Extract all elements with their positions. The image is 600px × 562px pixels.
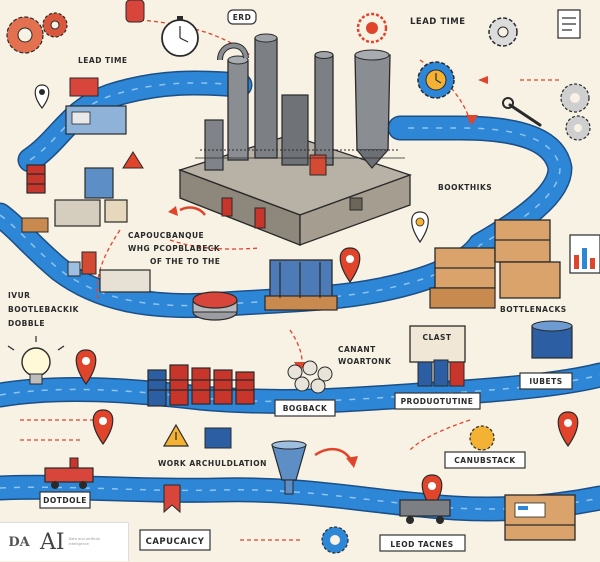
warning-icon bbox=[162, 423, 190, 447]
gear-icon bbox=[42, 12, 68, 38]
dotdole-tag: DOTDOLE bbox=[39, 491, 91, 509]
document-icon bbox=[557, 9, 581, 39]
canant-label-1: CANANT bbox=[338, 345, 376, 354]
small-tag: ERD bbox=[227, 9, 257, 25]
iubets-label: IUBETS bbox=[529, 377, 562, 386]
gear-icon bbox=[6, 16, 44, 54]
pallet-icon bbox=[264, 259, 338, 311]
barrel-icon bbox=[531, 320, 573, 359]
crate-stack bbox=[429, 219, 561, 309]
watermark-logo: DA bbox=[0, 523, 38, 561]
red-bookmark-icon bbox=[125, 0, 145, 23]
machine-icon bbox=[65, 105, 127, 135]
canubstack-label: CANUBSTACK bbox=[454, 456, 516, 465]
coin-pile-icon bbox=[287, 360, 333, 394]
dotdole-label: DOTDOLE bbox=[43, 496, 87, 505]
gear-icon bbox=[356, 12, 388, 44]
iubets-tag: IUBETS bbox=[519, 372, 573, 390]
barrel-icon bbox=[26, 164, 46, 194]
capacity-note-line-1: CAPOUCBANQUE bbox=[128, 231, 204, 240]
lead-time-top-label: LEAD TIME bbox=[410, 17, 466, 27]
forklift-icon bbox=[399, 499, 451, 524]
chart-card bbox=[569, 234, 600, 274]
bookmark-icon bbox=[163, 484, 181, 514]
bookthiks-label: BOOKTHIKS bbox=[438, 183, 492, 192]
clock-icon bbox=[417, 61, 455, 99]
capacity-note: CAPOUCBANQUE WHG PCOPBLABECK OF THE TO T… bbox=[128, 231, 221, 266]
gear-icon bbox=[560, 83, 590, 113]
watermark-subtitle: Data and artificial intelligence bbox=[68, 537, 100, 546]
canant-label-2: WOARTONK bbox=[338, 357, 392, 366]
bottleneck-note-line-2: BOOTLEBACKIK bbox=[8, 305, 80, 314]
gear-icon bbox=[565, 115, 591, 141]
watermark-brand: AI bbox=[40, 529, 65, 555]
lead-time-left-label: LEAD TIME bbox=[78, 56, 128, 65]
bottleneck-note: IVUR BOOTLEBACKIK DOBBLE bbox=[8, 291, 80, 328]
capacity-note-line-3: OF THE TO THE bbox=[150, 257, 220, 266]
clast-label: CLAST bbox=[422, 333, 451, 342]
canubstack-tag: CANUBSTACK bbox=[444, 425, 526, 469]
truck-icon bbox=[44, 457, 94, 489]
coin-stack-icon bbox=[417, 359, 465, 387]
coin-stack-icon bbox=[147, 364, 255, 407]
lead-tacnes-tag: LEOD TACNES bbox=[379, 534, 466, 552]
map-pin-icon bbox=[75, 349, 97, 386]
chart-card bbox=[204, 427, 232, 449]
map-pin-icon bbox=[92, 409, 114, 446]
machine-icon bbox=[67, 251, 151, 293]
work-accumulation-label: WORK ARCHULDLATION bbox=[158, 459, 267, 468]
funnel-icon bbox=[271, 440, 307, 495]
pallet-icon bbox=[104, 199, 128, 223]
gear-icon bbox=[488, 17, 518, 47]
lead-time-tag: LEAD TIME bbox=[69, 56, 128, 97]
bogback-label: BOGBACK bbox=[283, 404, 328, 413]
production-tag: PRODUOTUTINE bbox=[394, 392, 481, 410]
bogback-tag: BOGBACK bbox=[274, 399, 336, 417]
factory-icon bbox=[178, 33, 412, 246]
lightbulb-icon bbox=[7, 336, 65, 385]
map-pin-icon bbox=[411, 211, 429, 244]
crate-icon bbox=[504, 494, 576, 541]
bottlenacks-label: BOTTLENACKS bbox=[500, 305, 567, 314]
map-pin-icon bbox=[557, 411, 579, 448]
clast-box: CLAST bbox=[409, 325, 466, 363]
small-tag-label: ERD bbox=[233, 13, 252, 22]
wrench-icon bbox=[502, 97, 542, 127]
map-pin-icon bbox=[34, 84, 50, 109]
lead-tacnes-label: LEOD TACNES bbox=[390, 540, 453, 549]
capacity-label: CAPUCAICY bbox=[146, 537, 205, 547]
gear-cluster-right bbox=[560, 83, 591, 141]
gear-icon bbox=[469, 425, 495, 451]
clock-icon bbox=[161, 16, 199, 57]
bottleneck-note-line-3: DOBBLE bbox=[8, 319, 45, 328]
gear-cluster-top-left bbox=[6, 12, 68, 54]
warning-icon bbox=[122, 151, 144, 169]
gear-icon bbox=[321, 526, 349, 554]
capacity-note-line-2: WHG PCOPBLABECK bbox=[128, 244, 221, 253]
coil-icon bbox=[192, 291, 238, 321]
capacity-tag: CAPUCAICY bbox=[139, 529, 211, 551]
machine-icon bbox=[21, 167, 114, 233]
bottleneck-note-line-1: IVUR bbox=[8, 291, 30, 300]
map-pin-icon bbox=[339, 247, 361, 284]
production-label: PRODUOTUTINE bbox=[401, 397, 474, 406]
watermark: DA AI Data and artificial intelligence bbox=[0, 522, 129, 561]
